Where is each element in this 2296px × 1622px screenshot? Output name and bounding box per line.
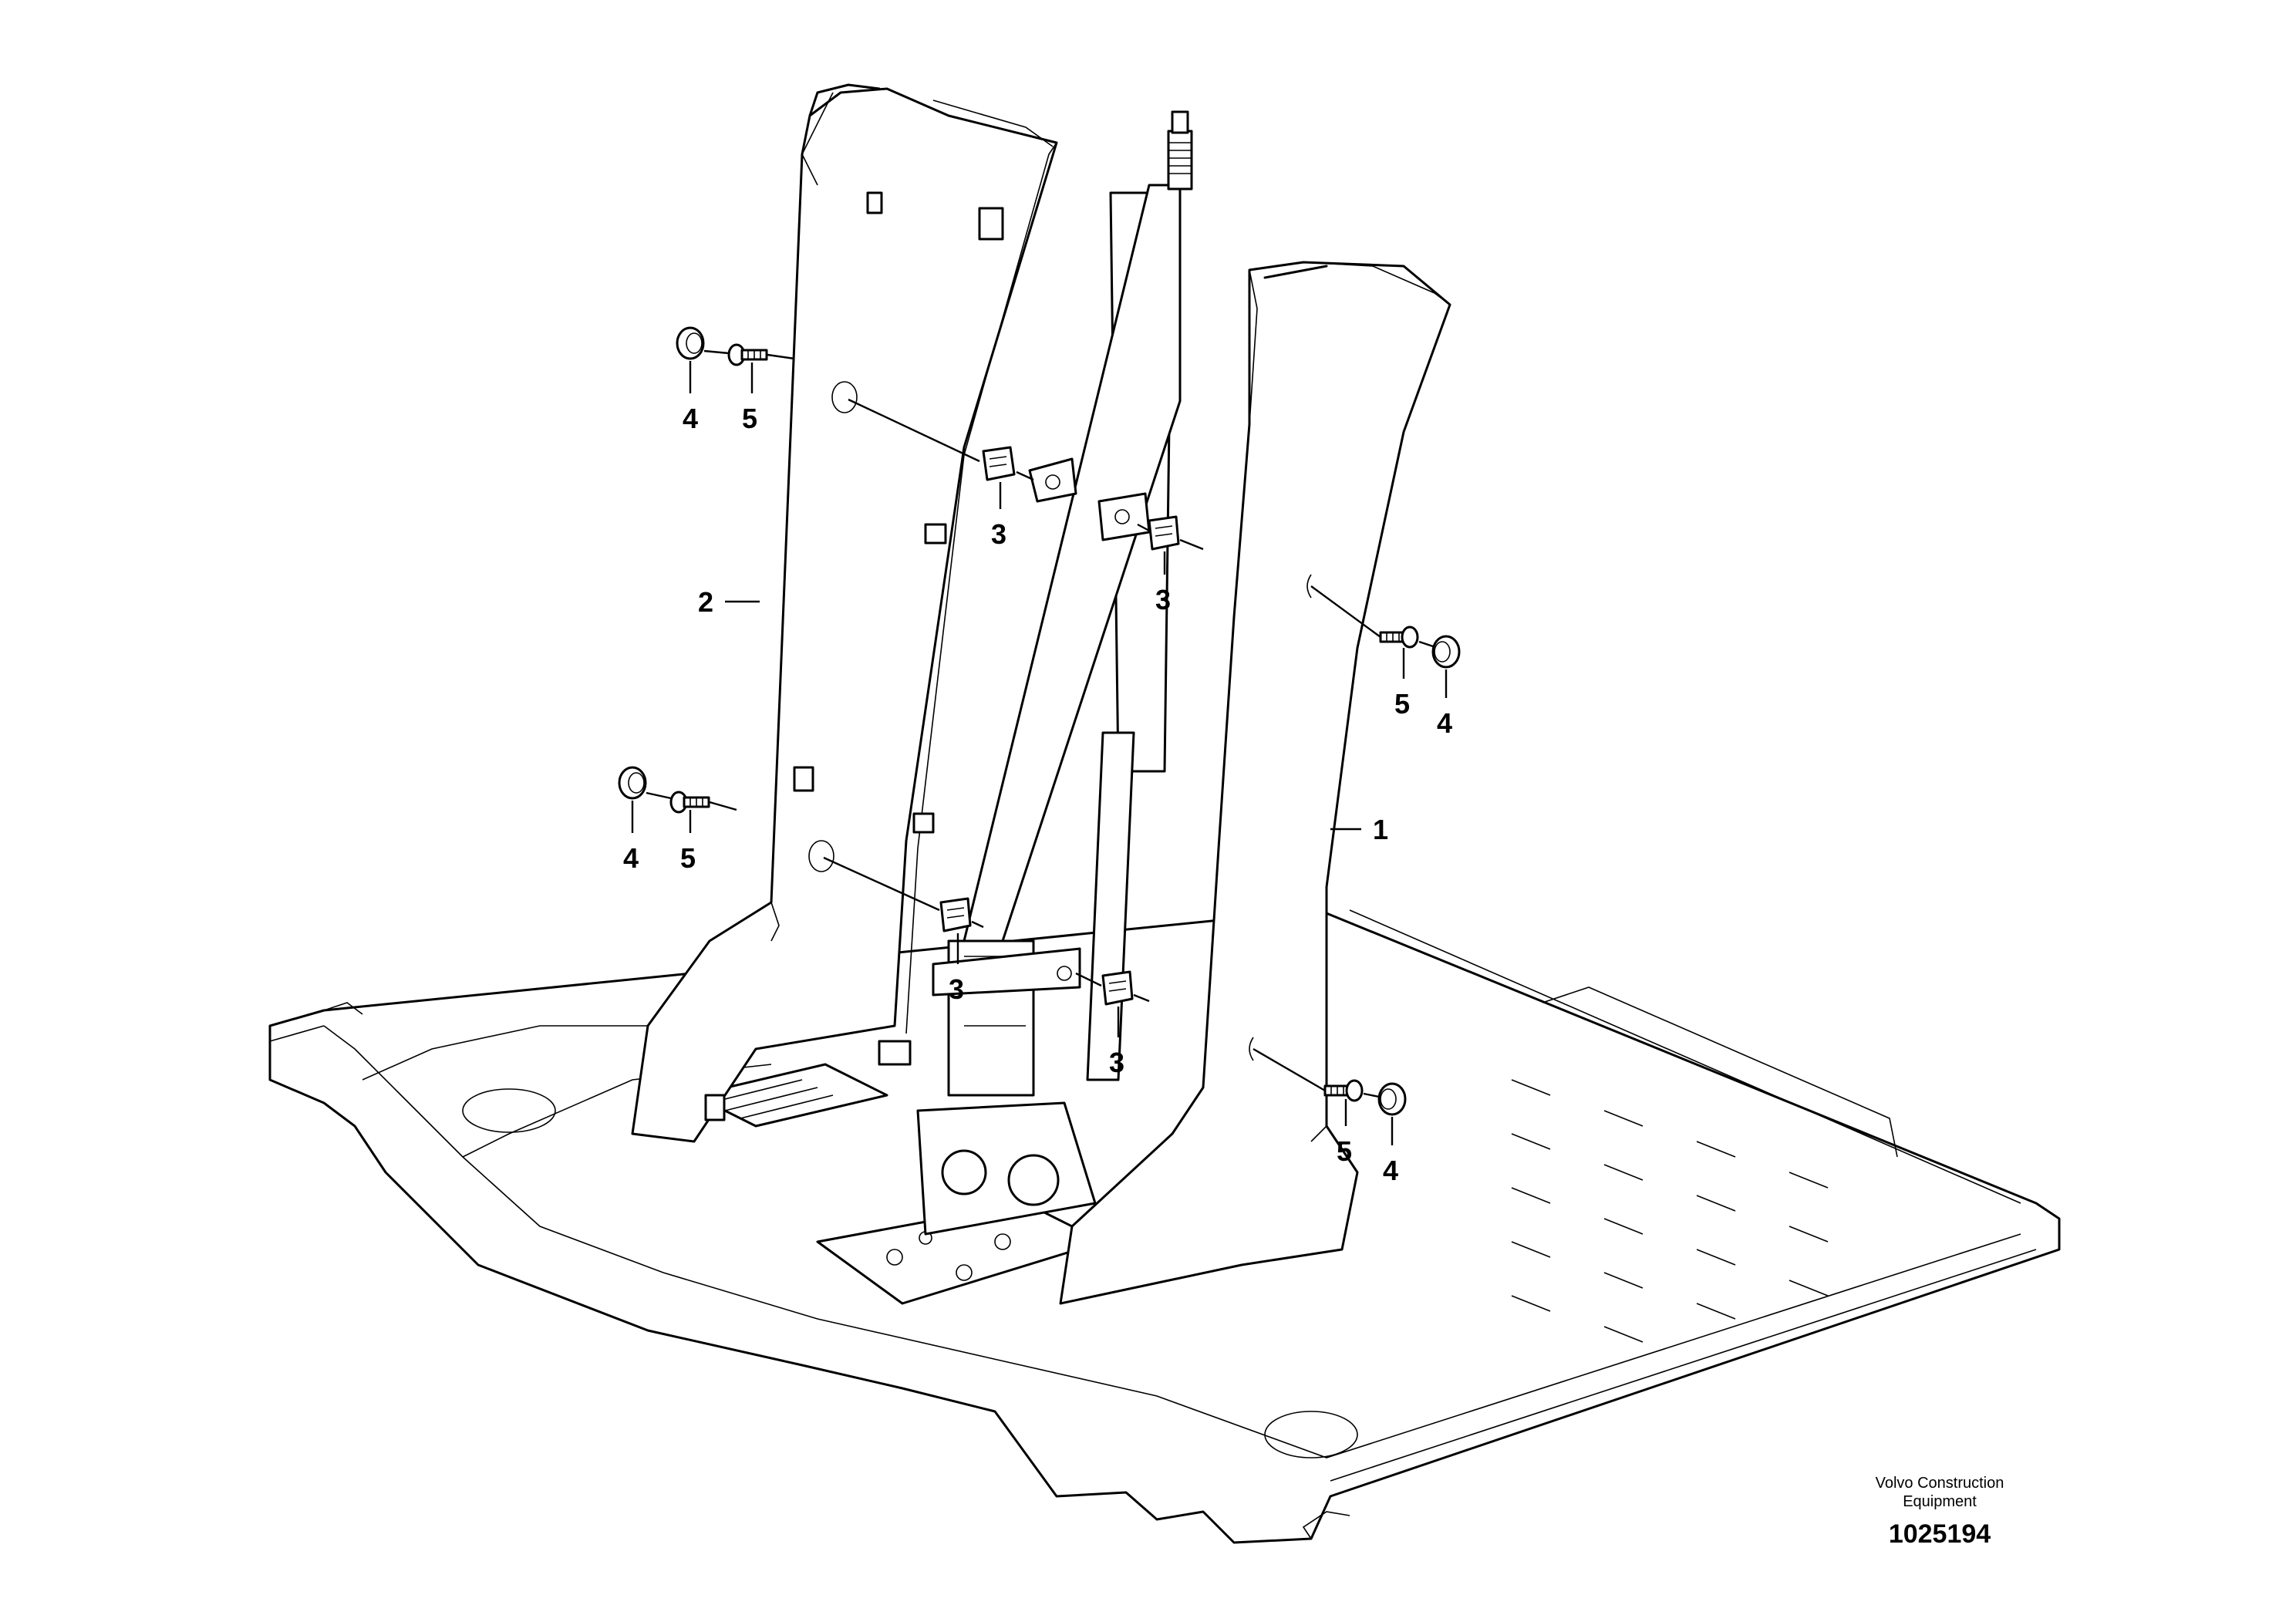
callout-3-upper-left: 3 <box>991 518 1006 550</box>
callout-5-upper-left: 5 <box>742 403 757 434</box>
callout-labels: 1 2 3 3 3 3 4 4 4 4 5 5 5 5 <box>623 403 1452 1186</box>
brand-line-2: Equipment <box>1903 1493 1977 1510</box>
cap-4b <box>618 766 647 800</box>
callout-5-lower-left: 5 <box>680 842 696 874</box>
callout-4-upper-left: 4 <box>683 403 698 434</box>
callout-3-lower-left: 3 <box>949 973 964 1005</box>
cap-4d <box>1377 1082 1407 1116</box>
clip-nut-3a <box>982 446 1016 481</box>
callout-4-upper-right: 4 <box>1437 707 1452 739</box>
callout-4-lower-left: 4 <box>623 842 639 874</box>
clip-nut-3c <box>939 897 972 932</box>
steering-column <box>916 110 1193 1236</box>
screw-5b <box>669 791 710 814</box>
callout-1: 1 <box>1373 814 1388 845</box>
brand-line-1: Volvo Construction <box>1876 1475 2004 1492</box>
callout-4-lower-right: 4 <box>1383 1155 1398 1186</box>
leader-lines <box>631 349 1448 1145</box>
document-number: 1025194 <box>1889 1519 1991 1549</box>
cap-4a <box>676 326 705 360</box>
callout-3-upper-right: 3 <box>1155 584 1171 615</box>
cap-4c <box>1431 635 1461 669</box>
callout-3-lower-right: 3 <box>1109 1047 1124 1078</box>
mounting-hole-lower <box>1249 1037 1254 1061</box>
callout-5-lower-right: 5 <box>1337 1135 1352 1167</box>
screw-5c <box>1379 626 1419 649</box>
panel-1-right-cover <box>1059 261 1451 1305</box>
mounting-hole-upper <box>1306 574 1312 599</box>
screw-5d <box>1323 1079 1364 1102</box>
clip-nut-3d <box>1101 970 1134 1006</box>
screw-5a <box>727 343 768 366</box>
panel-2-left-cover <box>631 83 1058 1143</box>
clip-nut-3b <box>1148 515 1180 551</box>
callout-2: 2 <box>698 586 713 618</box>
callout-5-upper-right: 5 <box>1394 688 1410 720</box>
brand-block: Volvo Construction Equipment 1025194 <box>1876 1475 2004 1549</box>
